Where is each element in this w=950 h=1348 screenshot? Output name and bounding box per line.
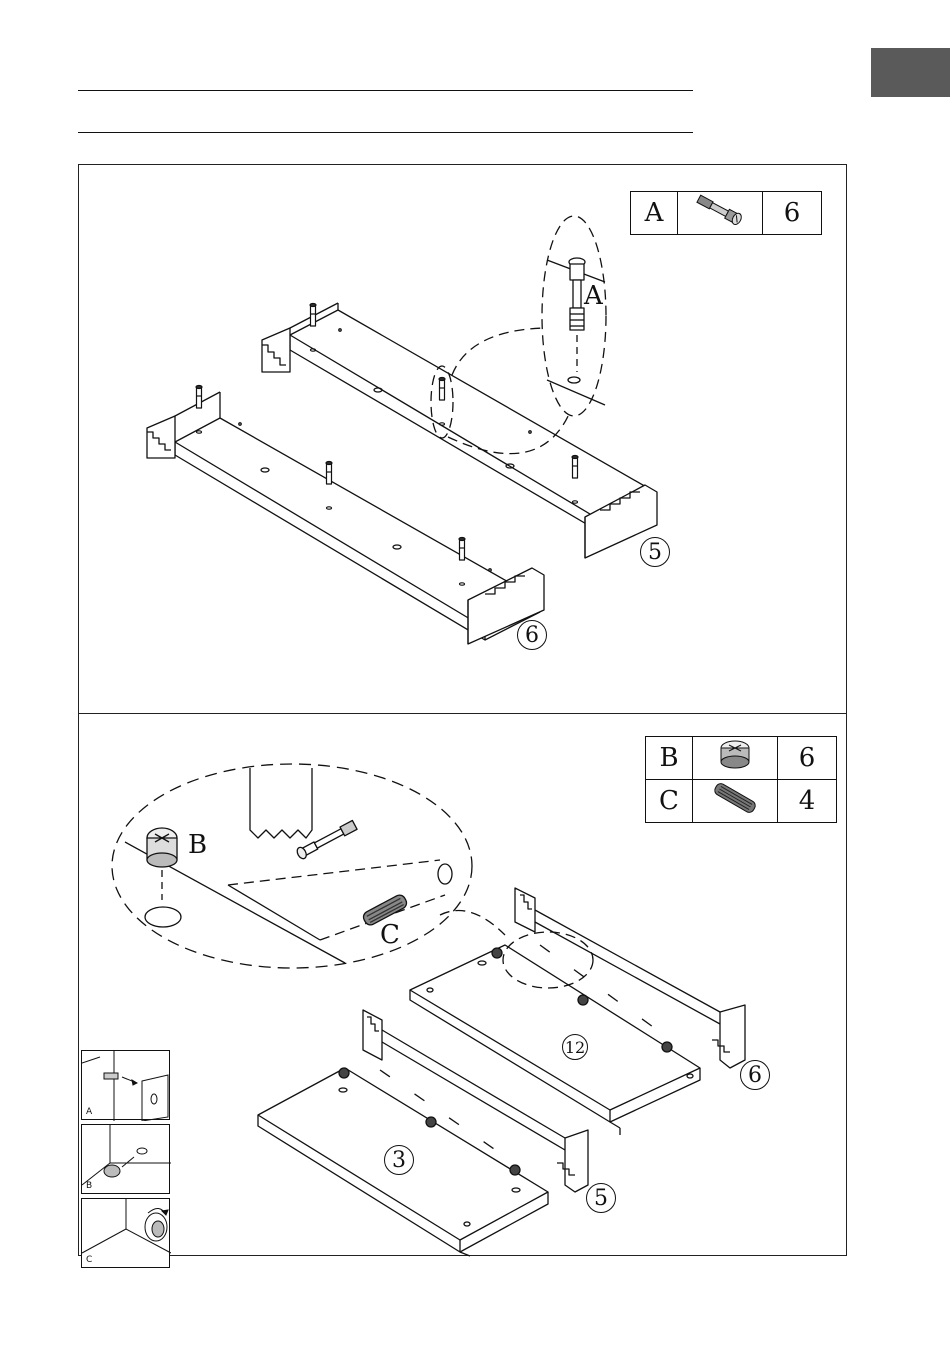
mini-step-c: C bbox=[81, 1198, 170, 1268]
part-quantity: 4 bbox=[778, 780, 837, 823]
callout-label-b: B bbox=[188, 832, 207, 858]
detail-magnifier-bc bbox=[112, 764, 505, 968]
panel-number: 5 bbox=[586, 1183, 616, 1213]
wooden-dowel-icon bbox=[693, 780, 778, 823]
part-letter: B bbox=[646, 737, 693, 780]
part-letter: C bbox=[646, 780, 693, 823]
mini-step-b: B bbox=[81, 1124, 170, 1194]
mini-step-label: B bbox=[86, 1181, 92, 1191]
step2-parts-table: B 6 C 4 bbox=[645, 736, 837, 823]
panel-number: 3 bbox=[384, 1145, 414, 1175]
panel-number: 6 bbox=[740, 1060, 770, 1090]
callout-label-c: C bbox=[380, 922, 400, 948]
cam-lock-icon bbox=[693, 737, 778, 780]
part-quantity: 6 bbox=[778, 737, 837, 780]
panel-number: 12 bbox=[562, 1034, 588, 1060]
assembly-panel-12-side-6 bbox=[410, 888, 745, 1135]
mini-step-a: A bbox=[81, 1050, 170, 1120]
mini-step-label: C bbox=[86, 1255, 92, 1265]
mini-step-label: A bbox=[86, 1107, 92, 1117]
